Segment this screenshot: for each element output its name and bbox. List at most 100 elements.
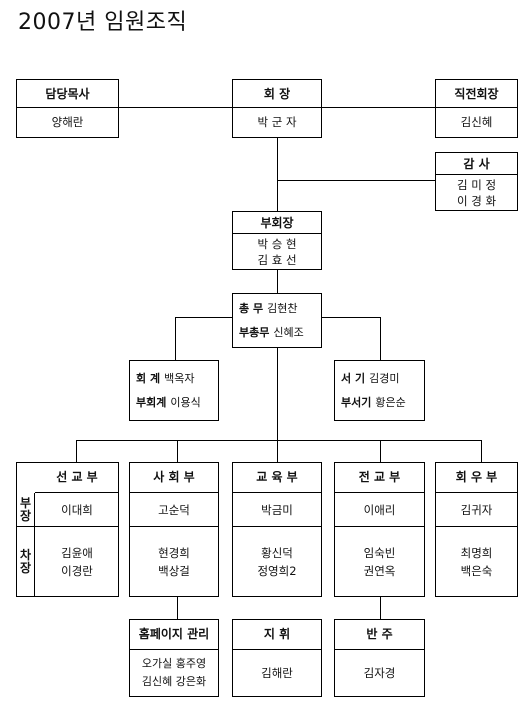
page-title: 2007년 임원조직 [18, 10, 188, 35]
ex-president-name: 김신혜 [460, 115, 493, 129]
person-name: 김경미 [369, 372, 400, 385]
member-name: 김자경 [363, 666, 396, 680]
row-label-deputy: 차 장 [17, 527, 35, 597]
member-name: 김해란 [261, 666, 293, 680]
connector-line [277, 180, 435, 181]
connector-line [380, 597, 381, 619]
connector-line [322, 107, 435, 108]
department-head: 고순덕 [130, 493, 218, 527]
connector-line [177, 440, 178, 462]
connector-line [277, 440, 278, 462]
department-box: 교 육 부 박금미 황신덕 정영희2 [232, 462, 322, 597]
department-head: 박금미 [233, 493, 321, 527]
connector-line [380, 440, 381, 462]
ex-president-box: 직전회장 김신혜 [435, 79, 518, 138]
connector-line [322, 317, 380, 318]
department-name: 교 육 부 [233, 463, 321, 493]
sub-unit-name: 반 주 [335, 620, 424, 650]
pastor-box: 담당목사 양해란 [16, 79, 119, 138]
department-name: 회 우 부 [436, 463, 517, 493]
auditor-role: 감 사 [436, 153, 517, 175]
deputy-name: 현경희 [158, 546, 190, 560]
connector-line [277, 270, 278, 293]
president-box: 회 장 박 군 자 [232, 79, 322, 138]
sub-unit-members: 오가실 홍주영 김신혜 강은화 [130, 650, 218, 696]
role-label: 부회계 [136, 396, 167, 409]
auditor-box: 감 사 김 미 정 이 경 화 [435, 152, 518, 211]
department-box: 전 교 부 이애리 임숙빈 권연옥 [334, 462, 425, 597]
president-role: 회 장 [233, 80, 321, 108]
connector-line [380, 317, 381, 360]
department-head: 김귀자 [436, 493, 517, 527]
president-name: 박 군 자 [257, 115, 297, 129]
role-label: 서 기 [341, 372, 366, 385]
vice-president-name: 김 효 선 [257, 253, 297, 267]
member-name: 오가실 홍주영 [141, 657, 207, 670]
connector-line [175, 317, 176, 360]
deputy-name: 최명희 [460, 546, 493, 560]
connector-line [119, 107, 232, 108]
vice-president-box: 부회장 박 승 현 김 효 선 [232, 211, 322, 270]
person-name: 백옥자 [164, 372, 195, 385]
connector-line [76, 440, 77, 462]
department-deputy: 임숙빈 권연옥 [335, 527, 424, 597]
connector-line [481, 440, 482, 462]
member-name: 김신혜 강은화 [141, 675, 207, 688]
deputy-name: 정영희2 [257, 564, 297, 578]
person-name: 황은순 [375, 396, 406, 409]
ex-president-role: 직전회장 [436, 80, 517, 108]
deputy-name: 황신덕 [261, 546, 293, 560]
vice-president-name: 박 승 현 [257, 237, 297, 251]
role-label: 총 무 [239, 302, 264, 315]
connector-line [177, 597, 178, 619]
vice-president-role: 부회장 [233, 212, 321, 234]
department-head: 이애리 [335, 493, 424, 527]
sub-unit-box: 지 휘 김해란 [232, 619, 322, 697]
department-name: 선 교 부 [35, 463, 119, 493]
department-box: 사 회 부 고순덕 현경희 백상걸 [129, 462, 219, 597]
department-deputy: 현경희 백상걸 [130, 527, 218, 597]
deputy-name: 백상걸 [158, 564, 190, 578]
pastor-role: 담당목사 [17, 80, 118, 108]
connector-line [277, 348, 278, 440]
deputy-name: 임숙빈 [363, 546, 396, 560]
role-label: 회 계 [136, 372, 161, 385]
deputy-name: 백은숙 [460, 564, 493, 578]
department-name: 전 교 부 [335, 463, 424, 493]
role-label: 부서기 [341, 396, 372, 409]
department-deputy: 김윤애 이경란 [35, 527, 119, 597]
sub-unit-name: 홈페이지 관리 [130, 620, 218, 650]
connector-line [175, 317, 232, 318]
department-deputy: 최명희 백은숙 [436, 527, 517, 597]
deputy-name: 권연옥 [363, 564, 396, 578]
sub-unit-box: 홈페이지 관리 오가실 홍주영 김신혜 강은화 [129, 619, 219, 697]
department-head: 이대희 [35, 493, 119, 527]
connector-line [277, 138, 278, 211]
auditor-name: 김 미 정 [456, 178, 497, 192]
deputy-name: 김윤애 [61, 546, 93, 560]
department-box: 부 장 차 장 선 교 부 이대희 김윤애 이경란 [16, 462, 119, 597]
sub-unit-box: 반 주 김자경 [334, 619, 425, 697]
person-name: 이용식 [170, 396, 201, 409]
person-name: 신혜조 [273, 326, 304, 339]
role-label: 부총무 [239, 326, 270, 339]
department-box: 회 우 부 김귀자 최명희 백은숙 [435, 462, 518, 597]
deputy-name: 이경란 [61, 564, 93, 578]
person-name: 김현찬 [267, 302, 298, 315]
sub-unit-name: 지 휘 [233, 620, 321, 650]
row-label-head: 부 장 [17, 493, 35, 527]
pastor-name: 양해란 [51, 115, 84, 129]
department-name: 사 회 부 [130, 463, 218, 493]
connector-line [76, 440, 482, 441]
sub-unit-members: 김해란 [233, 650, 321, 696]
department-deputy: 황신덕 정영희2 [233, 527, 321, 597]
sub-unit-members: 김자경 [335, 650, 424, 696]
